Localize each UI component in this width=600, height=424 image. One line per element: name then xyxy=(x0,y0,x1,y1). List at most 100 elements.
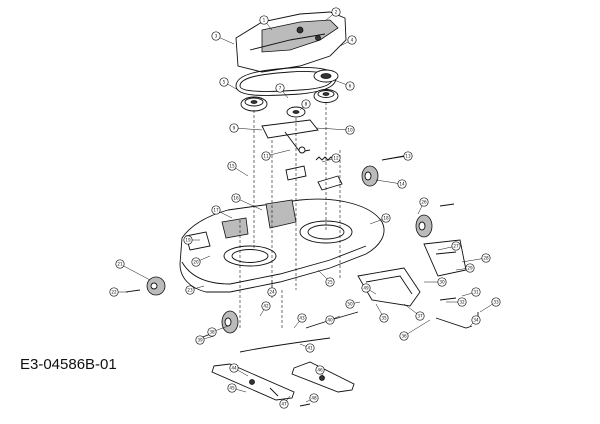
callout-39: 39 xyxy=(195,335,215,345)
svg-text:22: 22 xyxy=(111,290,117,295)
deck-wheel-front xyxy=(221,310,239,334)
svg-text:15: 15 xyxy=(229,164,235,169)
callout-21: 21 xyxy=(115,259,151,281)
svg-text:16: 16 xyxy=(233,196,239,201)
callout-19: 19 xyxy=(183,235,200,245)
callout-27: 27 xyxy=(437,241,461,251)
callout-13: 13 xyxy=(381,151,413,161)
svg-text:17: 17 xyxy=(213,208,219,213)
callout-7: 7 xyxy=(275,83,289,99)
svg-text:41: 41 xyxy=(307,346,313,351)
svg-text:13: 13 xyxy=(405,154,411,159)
cutting-blade-left xyxy=(211,363,295,401)
callout-4: 4 xyxy=(339,35,357,47)
callout-28: 28 xyxy=(461,253,491,263)
spindle-pulley-right xyxy=(313,89,339,103)
callout-48: 48 xyxy=(305,393,319,403)
svg-text:24: 24 xyxy=(269,290,275,295)
callout-25: 25 xyxy=(317,269,335,287)
callout-45: 45 xyxy=(227,383,247,393)
discharge-chute xyxy=(357,267,421,307)
svg-text:48: 48 xyxy=(311,396,317,401)
svg-text:42: 42 xyxy=(263,304,269,309)
svg-text:19: 19 xyxy=(185,238,191,243)
callout-32: 32 xyxy=(446,297,467,307)
callout-11: 11 xyxy=(261,149,291,161)
callout-31: 31 xyxy=(461,287,481,297)
svg-text:23: 23 xyxy=(187,288,193,293)
callout-23: 23 xyxy=(185,285,205,295)
svg-text:47: 47 xyxy=(281,402,287,407)
svg-text:26: 26 xyxy=(421,200,427,205)
svg-text:44: 44 xyxy=(231,366,237,371)
callout-35: 35 xyxy=(375,303,389,323)
svg-text:6: 6 xyxy=(349,84,352,89)
callout-49: 49 xyxy=(361,283,377,295)
callout-29: 29 xyxy=(455,263,475,273)
svg-text:36: 36 xyxy=(401,334,407,339)
callout-50: 50 xyxy=(345,299,361,309)
svg-text:10: 10 xyxy=(347,128,353,133)
callout-1: 1 xyxy=(259,15,273,31)
svg-text:8: 8 xyxy=(305,102,308,107)
svg-text:20: 20 xyxy=(193,260,199,265)
callout-44: 44 xyxy=(229,363,249,377)
callout-5: 5 xyxy=(219,77,239,91)
callout-47: 47 xyxy=(279,395,291,409)
svg-text:27: 27 xyxy=(453,244,459,249)
diagram-part-number: E3-04586B-01 xyxy=(20,356,117,373)
callout-26: 26 xyxy=(417,197,429,215)
callout-2: 2 xyxy=(325,7,341,21)
callout-36: 36 xyxy=(399,319,431,341)
callout-42: 42 xyxy=(259,301,271,317)
svg-text:21: 21 xyxy=(117,262,123,267)
svg-text:45: 45 xyxy=(229,386,235,391)
callout-12: 12 xyxy=(321,153,341,163)
deck-bracket-upper xyxy=(285,165,343,191)
anti-scalp-rod xyxy=(239,311,473,353)
svg-text:7: 7 xyxy=(279,86,282,91)
svg-text:32: 32 xyxy=(459,300,465,305)
engine-pulley xyxy=(313,69,339,83)
svg-text:30: 30 xyxy=(439,280,445,285)
callout-33: 33 xyxy=(479,297,501,313)
callout-22: 22 xyxy=(109,287,128,297)
callout-18: 18 xyxy=(369,213,391,225)
svg-text:40: 40 xyxy=(327,318,333,323)
belt-cover xyxy=(235,11,347,73)
spindle-pulley-left xyxy=(240,96,268,112)
svg-text:3: 3 xyxy=(215,34,218,39)
callout-30: 30 xyxy=(424,277,447,287)
spindle-pulley-center xyxy=(286,106,306,118)
callout-14: 14 xyxy=(375,179,407,189)
svg-text:38: 38 xyxy=(209,330,215,335)
svg-text:9: 9 xyxy=(233,126,236,131)
callout-37: 37 xyxy=(403,303,425,321)
callout-24: 24 xyxy=(267,280,277,297)
svg-text:33: 33 xyxy=(493,300,499,305)
callout-9: 9 xyxy=(229,123,263,133)
svg-text:18: 18 xyxy=(383,216,389,221)
callout-10: 10 xyxy=(315,125,355,135)
deck-wheel-right xyxy=(415,214,433,238)
svg-text:50: 50 xyxy=(347,302,353,307)
deck-wheel-front-right xyxy=(361,165,379,187)
callout-38: 38 xyxy=(207,325,229,337)
svg-text:11: 11 xyxy=(263,154,269,159)
svg-text:49: 49 xyxy=(363,286,369,291)
svg-text:25: 25 xyxy=(327,280,333,285)
callout-3: 3 xyxy=(211,31,235,45)
callout-8: 8 xyxy=(299,99,311,111)
callout-43: 43 xyxy=(293,313,307,329)
deck-wheel-left xyxy=(146,276,166,296)
svg-text:34: 34 xyxy=(473,318,479,323)
svg-text:2: 2 xyxy=(335,10,338,15)
svg-text:46: 46 xyxy=(317,368,323,373)
callout-41: 41 xyxy=(299,343,315,353)
svg-text:5: 5 xyxy=(223,80,226,85)
svg-text:4: 4 xyxy=(351,38,354,43)
assembly-lines xyxy=(239,102,341,330)
svg-text:12: 12 xyxy=(333,156,339,161)
cutting-blade-right xyxy=(291,361,355,393)
